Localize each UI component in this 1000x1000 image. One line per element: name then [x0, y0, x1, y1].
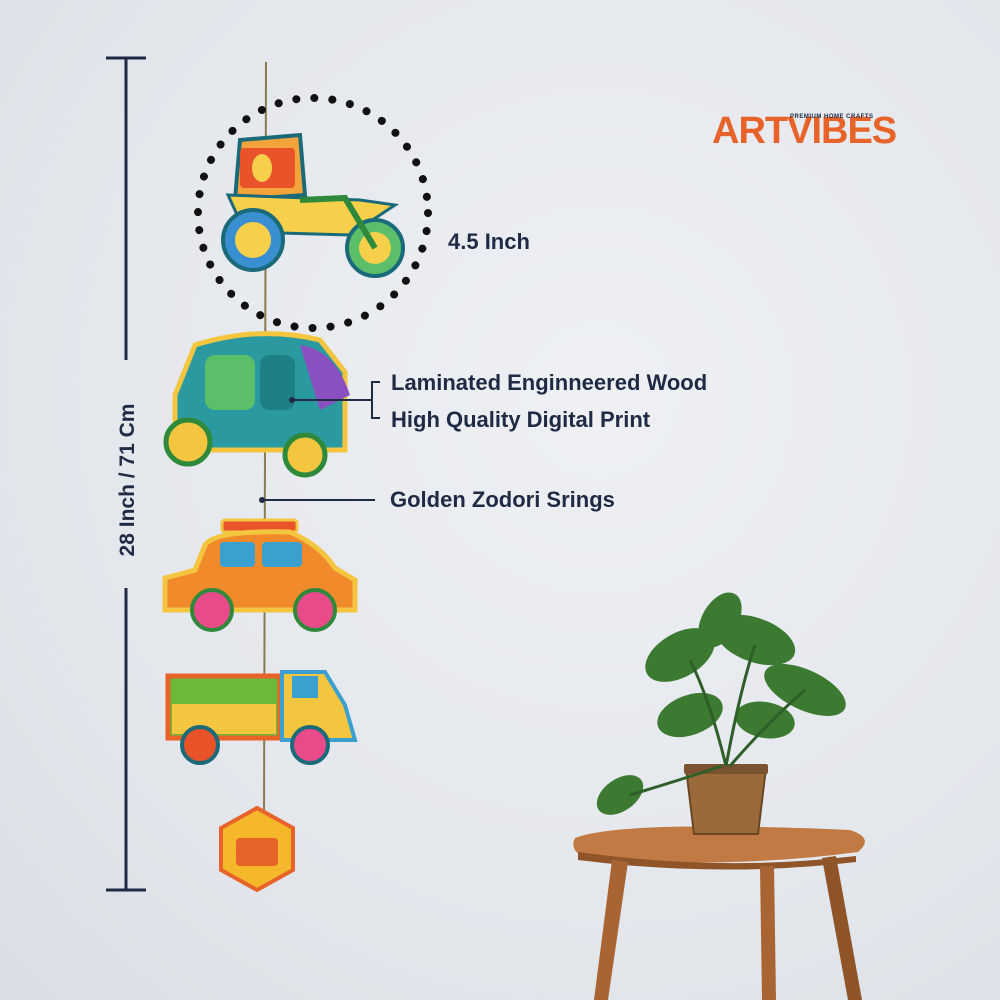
callout-dot-string	[259, 497, 265, 503]
side-table	[573, 826, 865, 1000]
string-label: Golden Zodori Srings	[390, 487, 615, 512]
dotted-circle	[194, 94, 432, 332]
brand-logo: ARTVIBES PREMIUM HOME CRAFTS	[712, 110, 897, 152]
taxi-car-piece	[162, 518, 358, 632]
brand-tagline: PREMIUM HOME CRAFTS	[790, 114, 874, 120]
callout-lines	[262, 381, 380, 501]
rickshaw-piece	[221, 132, 405, 278]
print-label: High Quality Digital Print	[391, 407, 651, 432]
brand-name: ARTVIBES	[712, 110, 897, 152]
truck-piece	[165, 670, 358, 765]
potted-plant	[596, 592, 846, 835]
auto-rickshaw-piece	[163, 331, 350, 478]
hexagon-charm	[219, 805, 295, 893]
callout-dot-material	[289, 397, 295, 403]
piece-size-label: 4.5 Inch	[448, 229, 530, 254]
material-label: Laminated Enginneered Wood	[391, 370, 708, 395]
